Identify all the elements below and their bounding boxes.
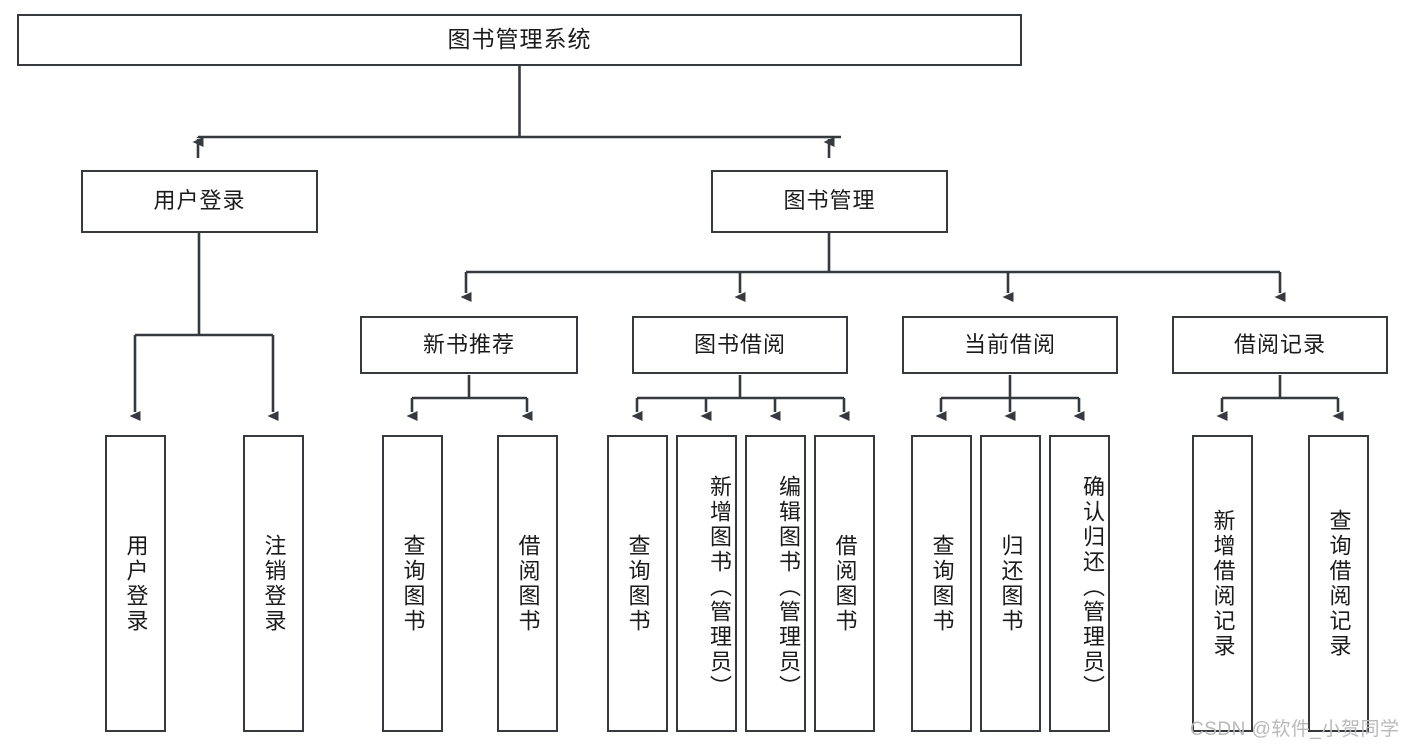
node-current-borrow[interactable]: 当前借阅 bbox=[902, 316, 1118, 374]
node-leaf-add-borrow-record[interactable]: 新增借阅记录 bbox=[1192, 435, 1253, 732]
node-leaf-borrow-book-recommend-label: 借阅图书 bbox=[515, 533, 541, 634]
node-leaf-edit-book-admin[interactable]: 编辑图书（管理员） bbox=[745, 435, 806, 732]
node-leaf-confirm-return-admin-label: 确认归还（管理员） bbox=[1080, 475, 1105, 700]
node-root-system-label: 图书管理系统 bbox=[447, 26, 592, 53]
node-leaf-query-book-recommend[interactable]: 查询图书 bbox=[382, 435, 443, 732]
node-leaf-user-login[interactable]: 用户登录 bbox=[105, 435, 166, 732]
node-leaf-borrow-book-label: 借阅图书 bbox=[832, 533, 858, 634]
csdn-watermark-text: CSDN @软件_小贺同学 bbox=[1190, 719, 1400, 740]
node-book-management-label: 图书管理 bbox=[783, 188, 876, 214]
node-leaf-add-borrow-record-label: 新增借阅记录 bbox=[1210, 508, 1236, 659]
node-user-login-label: 用户登录 bbox=[153, 188, 246, 214]
node-leaf-borrow-book-recommend[interactable]: 借阅图书 bbox=[497, 435, 558, 732]
node-leaf-add-book-admin[interactable]: 新增图书（管理员） bbox=[676, 435, 737, 732]
node-leaf-query-book-recommend-label: 查询图书 bbox=[400, 533, 426, 634]
node-leaf-logout[interactable]: 注销登录 bbox=[243, 435, 304, 732]
node-book-borrow-label: 图书借阅 bbox=[693, 331, 786, 357]
node-new-book-recommend-label: 新书推荐 bbox=[422, 331, 515, 357]
node-new-book-recommend[interactable]: 新书推荐 bbox=[360, 316, 578, 374]
node-current-borrow-label: 当前借阅 bbox=[963, 331, 1056, 357]
node-leaf-query-book-current-label: 查询图书 bbox=[929, 533, 955, 634]
node-root-system[interactable]: 图书管理系统 bbox=[17, 14, 1022, 66]
node-leaf-query-book-borrow-label: 查询图书 bbox=[625, 533, 651, 634]
node-book-management[interactable]: 图书管理 bbox=[711, 170, 948, 233]
node-leaf-query-book-borrow[interactable]: 查询图书 bbox=[607, 435, 668, 732]
node-leaf-confirm-return-admin[interactable]: 确认归还（管理员） bbox=[1049, 435, 1110, 732]
node-borrow-record-label: 借阅记录 bbox=[1233, 331, 1326, 357]
node-leaf-return-book[interactable]: 归还图书 bbox=[980, 435, 1041, 732]
node-leaf-return-book-label: 归还图书 bbox=[998, 533, 1024, 634]
node-borrow-record[interactable]: 借阅记录 bbox=[1172, 316, 1388, 374]
node-leaf-user-login-label: 用户登录 bbox=[123, 533, 149, 634]
node-leaf-borrow-book[interactable]: 借阅图书 bbox=[814, 435, 875, 732]
node-book-borrow[interactable]: 图书借阅 bbox=[632, 316, 848, 374]
node-leaf-edit-book-admin-label: 编辑图书（管理员） bbox=[776, 475, 801, 700]
node-user-login[interactable]: 用户登录 bbox=[81, 170, 318, 233]
node-leaf-query-borrow-record-label: 查询借阅记录 bbox=[1326, 508, 1352, 659]
csdn-watermark: CSDN @软件_小贺同学 bbox=[1190, 714, 1399, 741]
node-leaf-add-book-admin-label: 新增图书（管理员） bbox=[707, 475, 732, 700]
node-leaf-logout-label: 注销登录 bbox=[261, 533, 287, 634]
node-leaf-query-borrow-record[interactable]: 查询借阅记录 bbox=[1308, 435, 1369, 732]
node-leaf-query-book-current[interactable]: 查询图书 bbox=[911, 435, 972, 732]
